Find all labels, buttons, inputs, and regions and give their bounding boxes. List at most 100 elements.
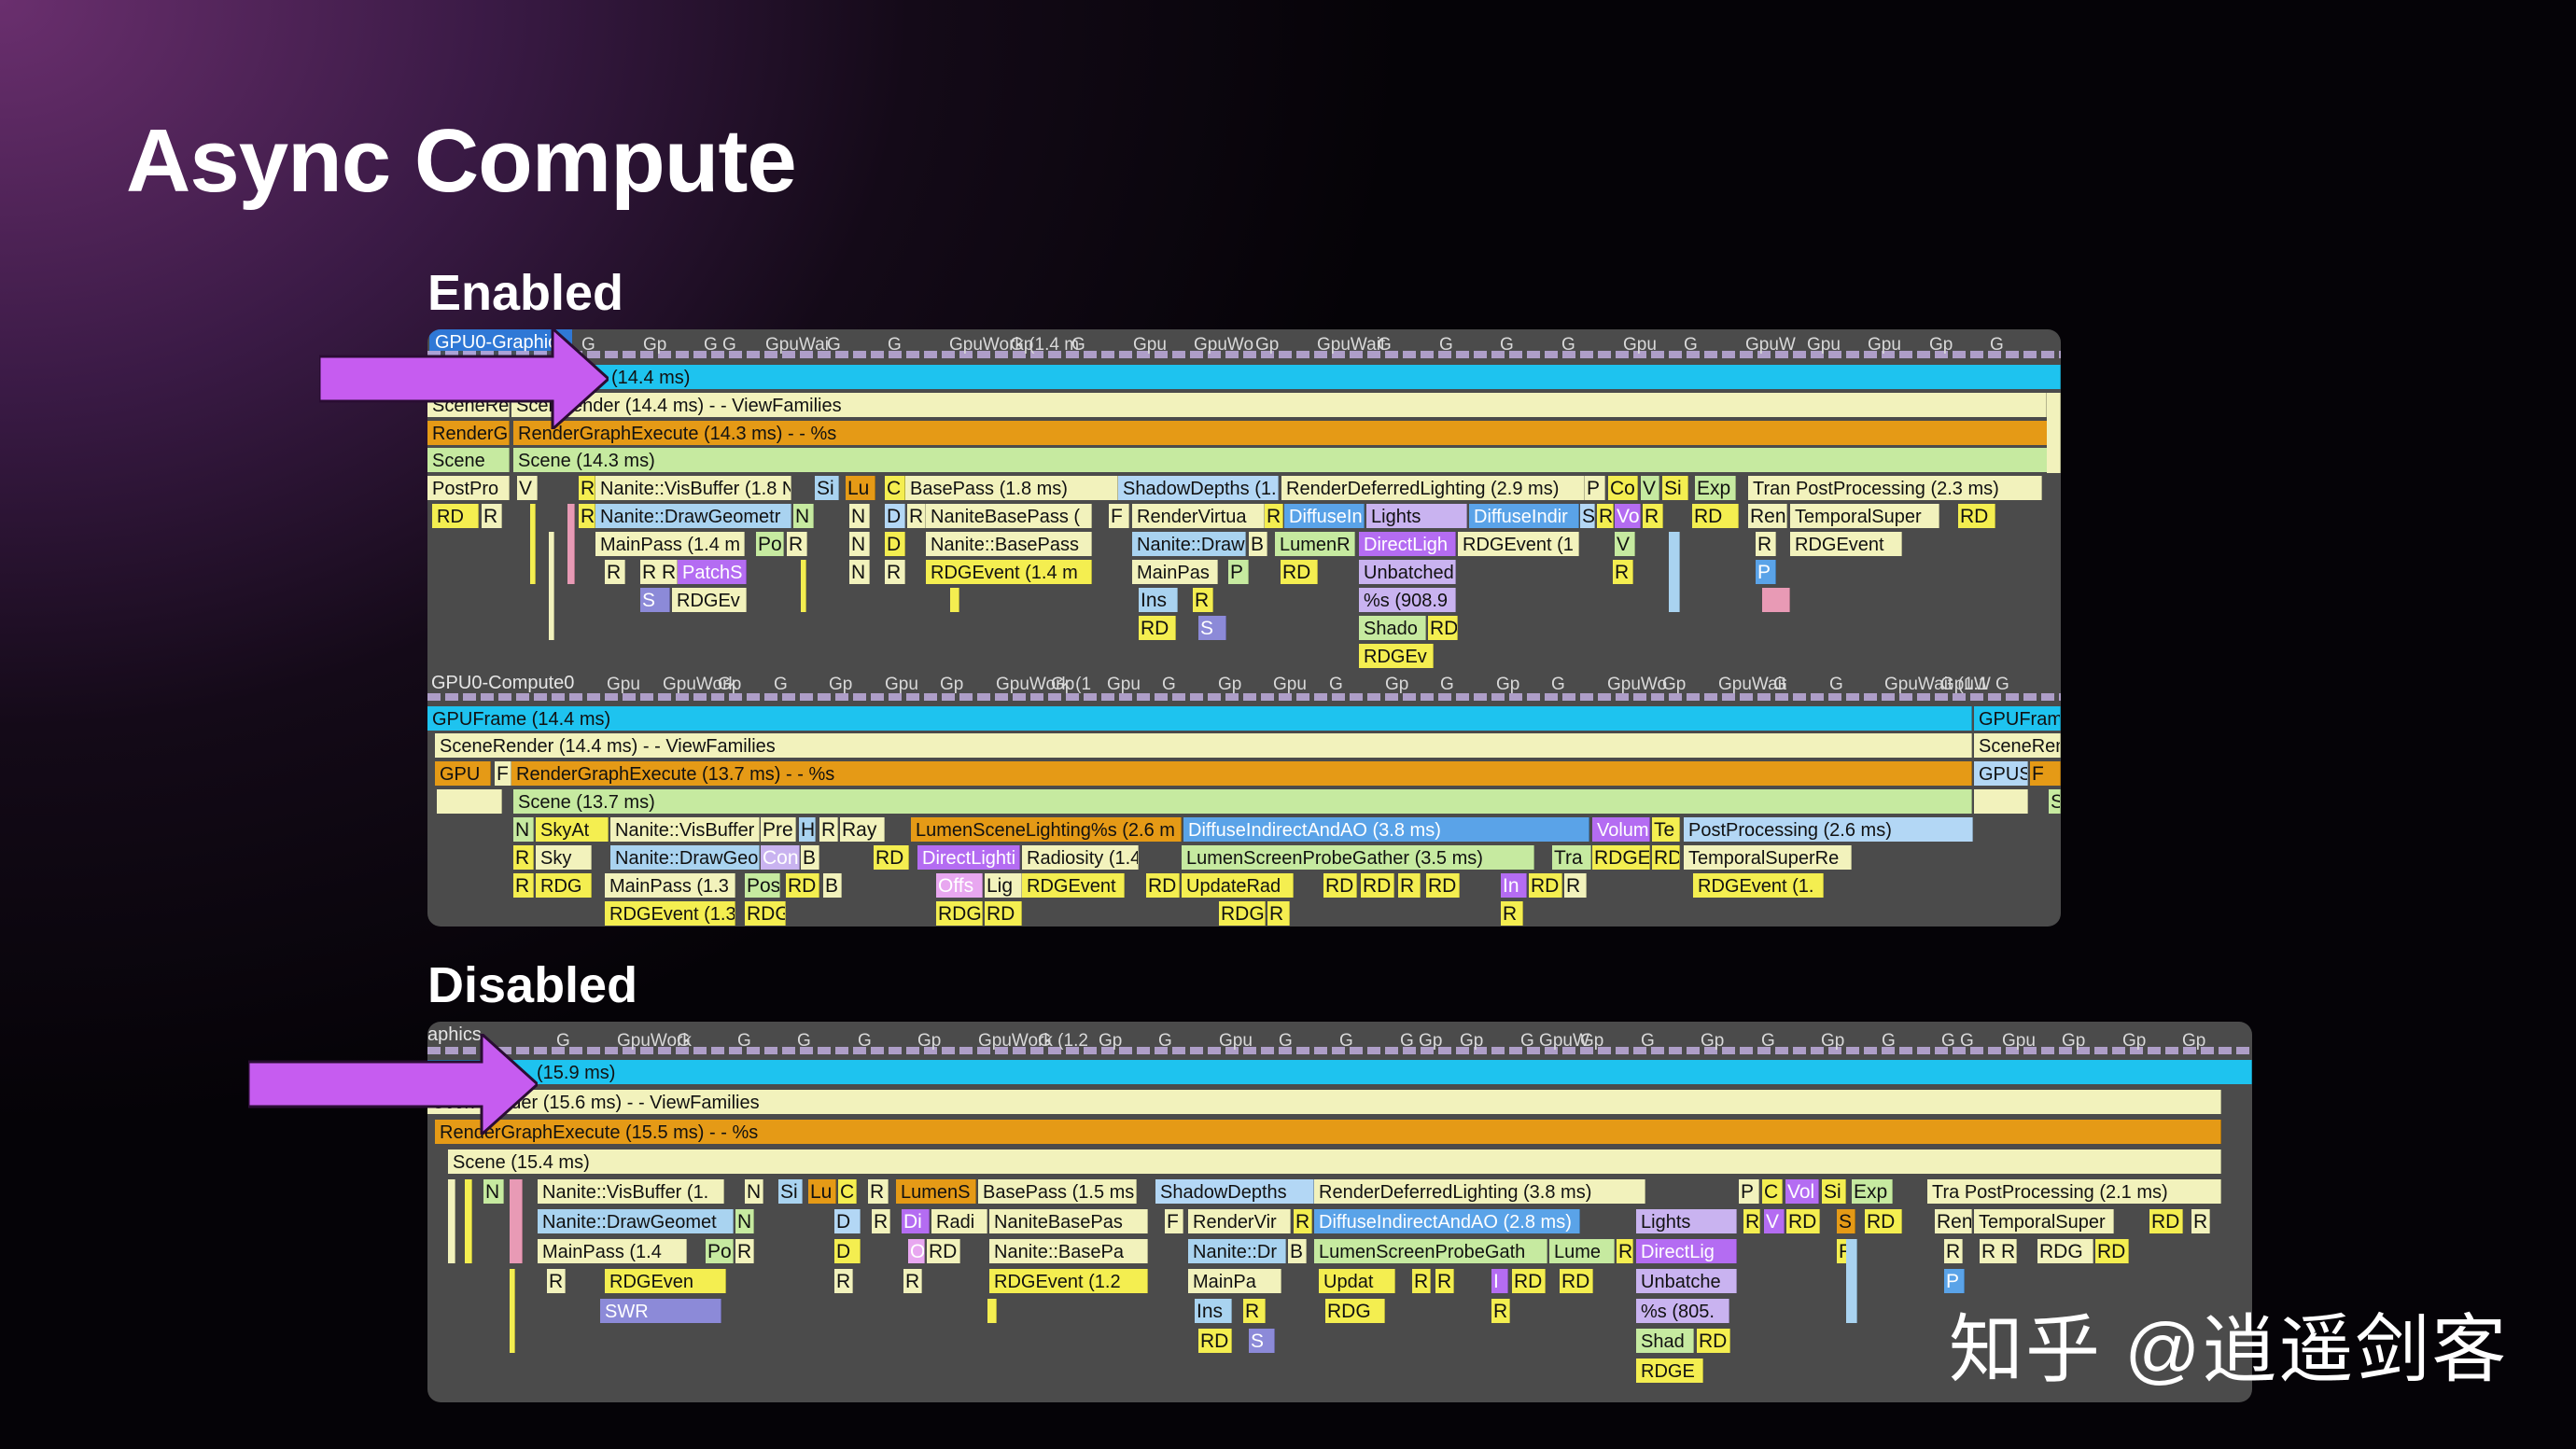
lumens-bar[interactable]: LumenS — [896, 1179, 976, 1204]
d5-n-bar[interactable]: N — [483, 1179, 504, 1204]
d6-di-bar[interactable]: Di — [902, 1209, 930, 1233]
d6-r3-bar[interactable]: R — [1743, 1209, 1760, 1233]
c7-rd3-bar[interactable]: RD — [1323, 873, 1357, 898]
con-bar[interactable]: Con — [761, 845, 800, 870]
r9-s-bar[interactable]: S — [640, 588, 670, 612]
c6-drawgeo-bar[interactable]: Nanite::DrawGeome — [610, 845, 760, 870]
lights-bar[interactable]: Lights — [1366, 504, 1467, 528]
radiosity-bar[interactable]: Radiosity (1.4 m — [1022, 845, 1139, 870]
d7-ndr-bar[interactable]: Nanite::Dr — [1188, 1239, 1286, 1263]
d5-vol-bar[interactable]: Vol — [1785, 1179, 1819, 1204]
d8-r2-bar[interactable]: R — [834, 1269, 853, 1293]
shadow-depths-bar[interactable]: ShadowDepths (1. — [1118, 476, 1279, 500]
d8-i-bar[interactable]: I — [1491, 1269, 1508, 1293]
c7-rdgevent2-bar[interactable]: RDGEvent (1. — [1693, 873, 1824, 898]
d6-drawgeo-bar[interactable]: Nanite::DrawGeomet — [538, 1209, 734, 1233]
postprocessing-bar[interactable]: Tran PostProcessing (2.3 ms) — [1748, 476, 2042, 500]
compute-postprocessing-bar[interactable]: PostProcessing (2.6 ms) — [1684, 817, 1973, 842]
disabled-render-graph-bar[interactable]: RenderGraphExecute (15.5 ms) - - %s — [435, 1120, 2221, 1144]
d9-r2-bar[interactable]: R — [1491, 1299, 1510, 1323]
disabled-frame-bar[interactable]: (15.9 ms) — [427, 1060, 2252, 1084]
rdgev2-bar[interactable]: RDGEv — [1359, 644, 1434, 668]
diffuse-in-bar[interactable]: DiffuseIn — [1284, 504, 1365, 528]
c7-rd-bar[interactable]: RD — [786, 873, 819, 898]
d5-deferred-bar[interactable]: RenderDeferredLighting (3.8 ms) — [1314, 1179, 1645, 1204]
nanite-draw-bar[interactable]: Nanite::Draw — [1132, 532, 1246, 556]
nanite-visbuffer-bar[interactable]: Nanite::VisBuffer (1.8 N — [595, 476, 791, 500]
postpro-bar[interactable]: PostPro — [427, 476, 510, 500]
d6-lights-bar[interactable]: Lights — [1636, 1209, 1737, 1233]
d8-mainpa-bar[interactable]: MainPa — [1188, 1269, 1281, 1293]
si-bar[interactable]: Si — [815, 476, 839, 500]
d5-si2-bar[interactable]: Si — [1822, 1179, 1846, 1204]
compute-scene-bar[interactable]: Scene (13.7 ms) — [513, 789, 1972, 814]
r6-d-bar[interactable]: D — [885, 504, 905, 528]
d7-r2-bar[interactable]: R — [1617, 1239, 1633, 1263]
compute-scene-render-bar[interactable]: SceneRender (14.4 ms) - - ViewFamilies — [435, 733, 1972, 758]
r8-p-bar[interactable]: P — [1228, 560, 1249, 584]
diffuse-indir-bar[interactable]: DiffuseIndir — [1469, 504, 1579, 528]
r9-r-bar[interactable]: R — [1193, 588, 1213, 612]
p-bar[interactable]: P — [1585, 476, 1605, 500]
skyat-bar[interactable]: SkyAt — [536, 817, 609, 842]
d10-shad-bar[interactable]: Shad — [1636, 1329, 1694, 1353]
d6-diffuse-bar[interactable]: DiffuseIndirectAndAO (2.8 ms) — [1314, 1209, 1580, 1233]
r10-s-bar[interactable]: S — [1198, 616, 1226, 640]
d8-rd-bar[interactable]: RD — [1512, 1269, 1546, 1293]
mainpas-bar[interactable]: MainPas — [1132, 560, 1218, 584]
r7-v-bar[interactable]: V — [1615, 532, 1635, 556]
gpu-frame-bar[interactable]: (14.4 ms) — [427, 365, 2061, 389]
c7-r3-bar[interactable]: R — [1564, 873, 1587, 898]
d5-r-bar[interactable]: R — [868, 1179, 889, 1204]
d7-rd-bar[interactable]: RD — [927, 1239, 960, 1263]
lumen-r-bar[interactable]: LumenR — [1275, 532, 1355, 556]
c5-visbuffer-bar[interactable]: Nanite::VisBuffer (1. — [610, 817, 760, 842]
rdgevent2-bar[interactable]: RDGEvent — [1790, 532, 1902, 556]
d9-rdg-bar[interactable]: RDG — [1325, 1299, 1385, 1323]
d5-c2-bar[interactable]: C — [1762, 1179, 1783, 1204]
c7-rdgevent-bar[interactable]: RDGEvent — [1022, 873, 1125, 898]
basepass-bar[interactable]: BasePass (1.8 ms) — [905, 476, 1118, 500]
c8-rdg2-bar[interactable]: RDG — [936, 901, 983, 926]
v2-bar[interactable]: V — [1641, 476, 1659, 500]
d6-r2-bar[interactable]: R — [1294, 1209, 1312, 1233]
nanite-basepass2-bar[interactable]: Nanite::BasePass — [926, 532, 1092, 556]
d7-direct-bar[interactable]: DirectLig — [1636, 1239, 1737, 1263]
lumen-scene-lighting-bar[interactable]: LumenSceneLighting%s (2.6 m — [911, 817, 1182, 842]
c8-r2-bar[interactable]: R — [1501, 901, 1523, 926]
r6-r6-bar[interactable]: R — [1643, 504, 1663, 528]
d7-r4-bar[interactable]: R — [1944, 1239, 1963, 1263]
r6-r5-bar[interactable]: R — [1597, 504, 1614, 528]
r6-r2-bar[interactable]: R — [579, 504, 595, 528]
d8-r-bar[interactable]: R — [547, 1269, 566, 1293]
d8-rd2-bar[interactable]: RD — [1560, 1269, 1593, 1293]
r6-n2-bar[interactable]: N — [849, 504, 870, 528]
compute-f2-bar[interactable]: F — [2030, 761, 2061, 786]
mainpass-bar[interactable]: MainPass (1.4 m — [595, 532, 745, 556]
render-virtual-bar[interactable]: RenderVirtua — [1132, 504, 1265, 528]
c6-rd-bar[interactable]: RD — [874, 845, 909, 870]
c7-mainpass-bar[interactable]: MainPass (1.3 — [605, 873, 735, 898]
r7-n-bar[interactable]: N — [849, 532, 870, 556]
v-bar[interactable]: V — [517, 476, 538, 500]
compute-s-bar[interactable]: S — [2049, 789, 2061, 814]
nanite-drawgeometry-bar[interactable]: Nanite::DrawGeometr — [595, 504, 791, 528]
d6-n-bar[interactable]: N — [735, 1209, 754, 1233]
scene-left[interactable]: Scene — [427, 448, 510, 472]
r8-r-bar[interactable]: R — [605, 560, 625, 584]
d6-f-bar[interactable]: F — [1165, 1209, 1183, 1233]
d8-p-bar[interactable]: P — [1944, 1269, 1965, 1293]
c7-rdg-bar[interactable]: RDG — [536, 873, 592, 898]
d8-rdgevent-bar[interactable]: RDGEvent (1.2 — [989, 1269, 1148, 1293]
d5-postprocessing-bar[interactable]: Tra PostProcessing (2.1 ms) — [1927, 1179, 2221, 1204]
vo-bar[interactable]: Vo — [1615, 504, 1641, 528]
r7-r2-bar[interactable]: R — [1756, 532, 1776, 556]
patch-bar[interactable]: PatchS — [678, 560, 747, 584]
lu-bar[interactable]: Lu — [846, 476, 875, 500]
r6-rd3-bar[interactable]: RD — [1958, 504, 1995, 528]
d7-rdg-bar[interactable]: RDG — [2037, 1239, 2093, 1263]
d5-p-bar[interactable]: P — [1739, 1179, 1759, 1204]
c8-rd-bar[interactable]: RD — [985, 901, 1022, 926]
r8-n-bar[interactable]: N — [849, 560, 870, 584]
